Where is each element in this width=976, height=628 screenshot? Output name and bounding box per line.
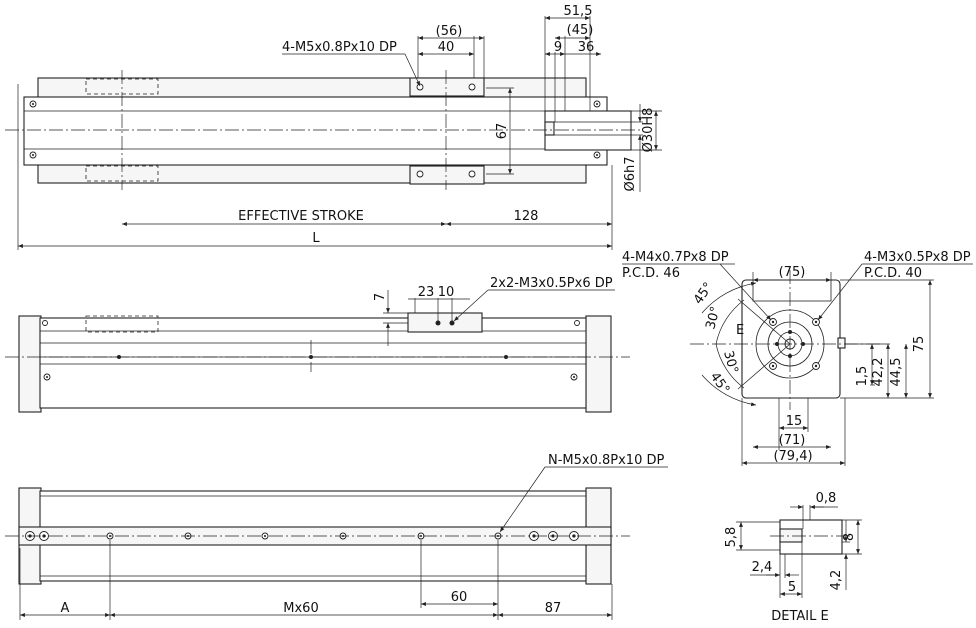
side-end-cap-right bbox=[585, 315, 612, 413]
label-Mx60: Mx60 bbox=[283, 601, 318, 616]
label-E: E bbox=[736, 323, 744, 338]
detail-e-title: DETAIL E bbox=[771, 609, 828, 624]
detail-dim-5: 5 bbox=[788, 580, 796, 595]
side-hidden-block bbox=[85, 315, 159, 333]
dim-44-5: 44,5 bbox=[889, 358, 904, 387]
dim-36-label: 36 bbox=[578, 40, 595, 55]
detail-e-key bbox=[779, 528, 803, 543]
note-pcd46: P.C.D. 46 bbox=[622, 266, 680, 281]
end-mount-holes bbox=[769, 318, 820, 370]
end-key bbox=[837, 337, 846, 349]
top-carriage-lower bbox=[409, 165, 485, 185]
note-n-bottom: N-M5x0.8Px10 DP bbox=[548, 453, 664, 468]
note-m5-top: 4-M5x0.8Px10 DP bbox=[282, 40, 397, 55]
dim-79-4: (79,4) bbox=[773, 449, 812, 464]
dim-71: (71) bbox=[779, 433, 806, 448]
label-L: L bbox=[312, 231, 320, 246]
bottom-view: N-M5x0.8Px10 DP 60 A Mx60 87 bbox=[5, 453, 668, 620]
dim-75-top: (75) bbox=[779, 265, 806, 280]
side-holes bbox=[42, 320, 580, 381]
dim-23-label: 23 bbox=[418, 285, 435, 300]
label-effective-stroke: EFFECTIVE STROKE bbox=[238, 209, 364, 224]
dim-42-2: 42,2 bbox=[871, 358, 886, 387]
detail-dim-0-8: 0,8 bbox=[816, 491, 837, 506]
dim-128-label: 128 bbox=[514, 209, 539, 224]
label-A: A bbox=[61, 601, 70, 616]
detail-dim-5-8: 5,8 bbox=[724, 527, 739, 548]
dim-15: 15 bbox=[786, 414, 803, 429]
dim-75-right: 75 bbox=[912, 336, 927, 353]
dim-51-5-label: 51,5 bbox=[564, 4, 593, 19]
top-lower-rail bbox=[37, 162, 587, 184]
angle-30-lower: 30° bbox=[720, 349, 740, 375]
dim-67-label: 67 bbox=[495, 123, 510, 140]
detail-e: 0,8 5,8 8 2,4 5 4,2 DETAIL E bbox=[724, 491, 862, 624]
dim-40-label: 40 bbox=[438, 40, 455, 55]
note-m3-end: 4-M3x0.5Px8 DP bbox=[864, 250, 971, 265]
detail-dim-2-4: 2,4 bbox=[752, 560, 773, 575]
angle-30-upper: 30° bbox=[703, 305, 723, 331]
detail-dim-8: 8 bbox=[842, 533, 857, 541]
note-m4: 4-M4x0.7Px8 DP bbox=[622, 250, 729, 265]
dim-60-label: 60 bbox=[451, 590, 468, 605]
top-carriage-upper bbox=[409, 77, 485, 97]
top-view: (56) 40 51,5 (45) 9 36 4-M5x0.8Px10 DP 6… bbox=[5, 4, 662, 250]
top-main-plate bbox=[23, 96, 608, 166]
note-pcd40: P.C.D. 40 bbox=[864, 266, 922, 281]
top-coupling bbox=[544, 110, 632, 151]
dim-87-label: 87 bbox=[545, 601, 562, 616]
dim-d6-label: Ø6h7 bbox=[623, 156, 638, 191]
side-body bbox=[39, 317, 587, 409]
dim-10-label: 10 bbox=[438, 285, 455, 300]
dim-56-label: (56) bbox=[436, 24, 463, 39]
side-carriage bbox=[407, 312, 483, 333]
dim-d30-label: Ø30H8 bbox=[641, 108, 656, 153]
top-coupling-key bbox=[544, 121, 555, 136]
detail-dim-4-2: 4,2 bbox=[829, 570, 844, 591]
dim-45-label: (45) bbox=[567, 23, 594, 38]
angle-45-upper: 45° bbox=[691, 280, 717, 307]
end-view: 45° 30° E 30° 45° 4-M4x0.7Px8 DP P.C.D. … bbox=[622, 250, 973, 466]
side-end-cap-left bbox=[18, 315, 42, 413]
top-corner-holes bbox=[29, 100, 601, 159]
dim-1-5: 1,5 bbox=[855, 366, 870, 387]
dim-7-label: 7 bbox=[373, 293, 388, 301]
note-m3-side: 2x2-M3x0.5Px6 DP bbox=[490, 276, 613, 291]
side-view: 7 23 10 2x2-M3x0.5Px6 DP bbox=[5, 276, 630, 413]
dim-9-label: 9 bbox=[554, 40, 562, 55]
